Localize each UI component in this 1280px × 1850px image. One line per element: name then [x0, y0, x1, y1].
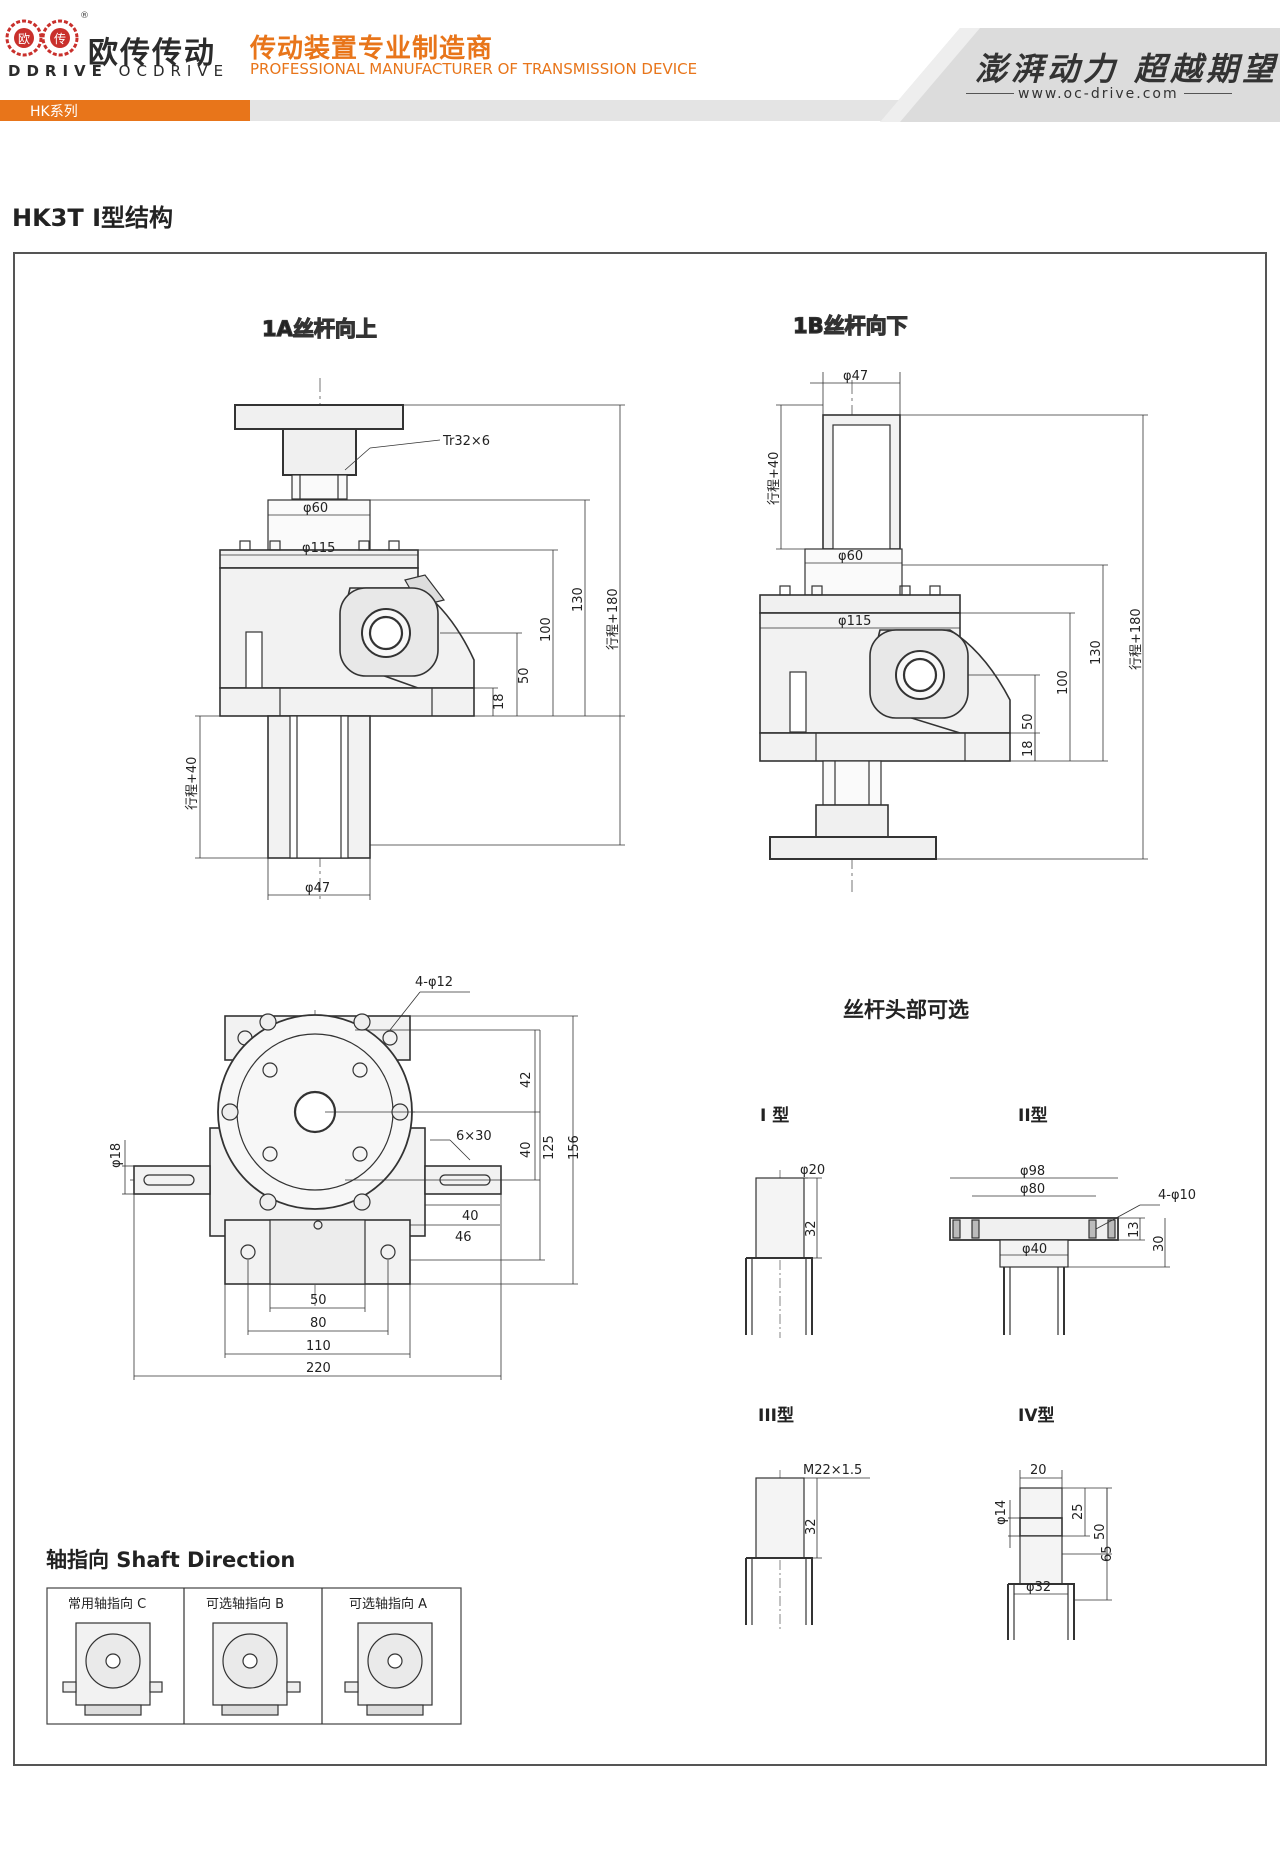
view-1a-d60: φ60 — [303, 501, 328, 516]
view-1b-h130: 130 — [1089, 640, 1104, 665]
head-type-1-d: φ20 — [800, 1163, 825, 1178]
view-1b-d115: φ115 — [838, 614, 871, 629]
head-type-2-d80: φ80 — [1020, 1182, 1045, 1197]
view-1b: 1B丝杆向下 — [759, 313, 1148, 892]
head-type-2-h13: 13 — [1127, 1221, 1142, 1238]
view-1b-dims — [760, 372, 1148, 860]
url-rule-left — [966, 93, 1014, 94]
top-view-w40: 40 — [462, 1209, 479, 1224]
view-1b-title: 1B丝杆向下 — [793, 314, 908, 338]
head-type-4-d14: φ14 — [994, 1500, 1009, 1525]
head-type-2: II型 φ98 φ80 4-φ10 13 30 φ40 — [949, 1105, 1196, 1335]
top-view-w110: 110 — [306, 1339, 331, 1354]
head-type-3-label: III型 — [758, 1405, 794, 1426]
view-1a-h18: 18 — [492, 693, 507, 710]
top-view-w50: 50 — [310, 1293, 327, 1308]
head-type-2-h30: 30 — [1152, 1235, 1167, 1252]
top-view-h156: 156 — [567, 1135, 582, 1160]
series-bar — [0, 100, 250, 121]
head-type-4-h65: 65 — [1100, 1545, 1115, 1562]
view-1b-d47: φ47 — [843, 369, 868, 384]
head-options: 丝杆头部可选 I 型 φ20 32 II型 — [745, 998, 1196, 1640]
top-view-dims — [122, 991, 578, 1380]
top-view-w46: 46 — [455, 1230, 472, 1245]
shaft-option-a: 可选轴指向 A — [349, 1596, 427, 1612]
top-view-h125: 125 — [542, 1135, 557, 1160]
view-1b-d60: φ60 — [838, 549, 863, 564]
tagline-en: PROFESSIONAL MANUFACTURER OF TRANSMISSIO… — [250, 60, 698, 78]
view-1a-d47: φ47 — [305, 881, 330, 896]
top-view-holes: 4-φ12 — [415, 975, 453, 990]
top-view-w220: 220 — [306, 1361, 331, 1376]
view-1a-h50: 50 — [517, 667, 532, 684]
series-label: HK系列 — [30, 104, 78, 120]
head-type-1-h: 32 — [804, 1220, 819, 1237]
page-title: HK3T I型结构 — [12, 204, 174, 232]
shaft-option-b: 可选轴指向 B — [206, 1596, 284, 1612]
head-type-2-label: II型 — [1018, 1105, 1048, 1126]
view-1b-h100: 100 — [1056, 670, 1071, 695]
top-view-key: 6×30 — [456, 1129, 492, 1144]
head-type-4: IV型 20 φ14 25 50 — [994, 1405, 1115, 1640]
logo-left-char: 欧 — [18, 32, 30, 46]
view-1a-h100: 100 — [539, 617, 554, 642]
view-1a-dims — [195, 404, 625, 900]
head-type-2-holes: 4-φ10 — [1158, 1188, 1196, 1203]
slogan: 澎湃动力 超越期望 — [975, 50, 1279, 88]
view-1b-h18: 18 — [1021, 740, 1036, 757]
drawing-frame — [13, 252, 1267, 1766]
page-header: 欧 传 ® 欧传传动 DDRIVE OCDRIVE 传动装置专业制造商 PROF… — [0, 0, 1280, 125]
top-view-w80: 80 — [310, 1316, 327, 1331]
head-type-4-h25: 25 — [1071, 1503, 1086, 1520]
head-type-3-thread: M22×1.5 — [803, 1463, 862, 1478]
shaft-direction: 轴指向 Shaft Direction 常用轴指向 C 可选轴指向 B 可选轴指… — [46, 1548, 462, 1725]
view-1a-title: 1A丝杆向上 — [262, 317, 377, 341]
shaft-icon-c — [62, 1622, 163, 1716]
brand-name-en: DDRIVE OCDRIVE — [8, 62, 230, 80]
logo-right-char: 传 — [54, 31, 66, 46]
view-1b-h50: 50 — [1021, 713, 1036, 730]
head-type-4-label: IV型 — [1018, 1405, 1054, 1426]
head-type-4-d32: φ32 — [1026, 1580, 1051, 1595]
head-type-2-d40: φ40 — [1022, 1242, 1047, 1257]
head-type-3: III型 M22×1.5 32 — [745, 1405, 870, 1630]
head-type-4-h50: 50 — [1093, 1523, 1108, 1540]
view-1b-stroke180: 行程+180 — [1129, 608, 1144, 670]
head-options-title: 丝杆头部可选 — [843, 998, 969, 1022]
shaft-icon-b — [212, 1622, 301, 1716]
brand-logo-icon: 欧 传 ® — [5, 11, 88, 57]
view-1a-stroke40: 行程+40 — [185, 757, 200, 810]
head-type-2-d98: φ98 — [1020, 1164, 1045, 1179]
view-1a-h130: 130 — [571, 587, 586, 612]
shaft-option-c: 常用轴指向 C — [68, 1596, 146, 1612]
website-url: www.oc-drive.com — [1018, 86, 1179, 102]
tagline-cn: 传动装置专业制造商 — [250, 34, 494, 64]
shaft-direction-title: 轴指向 Shaft Direction — [46, 1548, 295, 1572]
head-type-4-w: 20 — [1030, 1463, 1047, 1478]
view-1a-d115: φ115 — [302, 541, 335, 556]
top-view: 4-φ12 42 40 125 156 6×30 φ18 40 46 50 80… — [109, 975, 582, 1380]
brand-name: 欧传传动 — [88, 36, 216, 71]
url-rule-right — [1184, 93, 1232, 94]
svg-text:®: ® — [80, 11, 88, 21]
view-1b-stroke40: 行程+40 — [767, 452, 782, 505]
view-1a: 1A丝杆向上 — [185, 316, 625, 900]
shaft-icon-a — [344, 1622, 433, 1716]
top-view-shaft: φ18 — [109, 1143, 124, 1168]
head-type-1-label: I 型 — [760, 1105, 789, 1126]
view-1a-thread: Tr32×6 — [442, 434, 490, 449]
top-view-h40: 40 — [519, 1141, 534, 1158]
view-1a-stroke180: 行程+180 — [606, 588, 621, 650]
head-type-1: I 型 φ20 32 — [745, 1105, 825, 1338]
top-view-h42: 42 — [519, 1071, 534, 1088]
head-type-3-h: 32 — [804, 1518, 819, 1535]
